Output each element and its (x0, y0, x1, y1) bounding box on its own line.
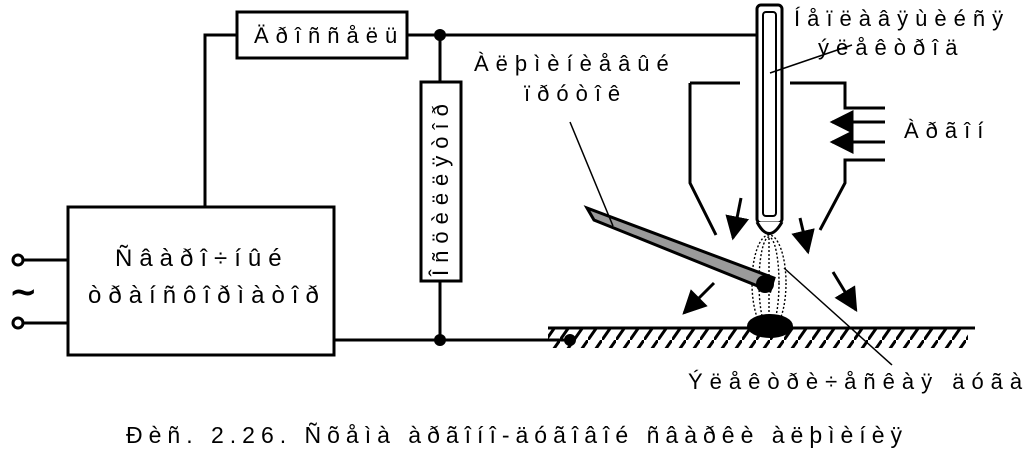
rod-label-line2: ïðóòîê (524, 81, 627, 106)
outflow-arrow-2 (791, 217, 815, 255)
outflow-arrow-3 (682, 281, 716, 315)
nozzle-right-lower (818, 158, 885, 231)
leader-rod (569, 121, 614, 227)
torch-nozzle (688, 81, 885, 236)
argon-inlet-arrows (829, 110, 885, 154)
electrode-inner (762, 11, 777, 217)
oscillator-box (419, 80, 463, 283)
outflow-arrow-4 (831, 271, 858, 313)
transformer-label-line1: Ñâàðî÷íûé (115, 245, 289, 272)
transformer-label-line2: òðàíñôîðìàòîð (88, 282, 326, 309)
gas-label: Àðãîí (904, 118, 990, 143)
rod-molten-tip (756, 275, 774, 293)
outflow-arrow-1 (725, 197, 750, 241)
aluminum-filler-rod (583, 205, 776, 294)
junction-bottom (434, 334, 446, 346)
nozzle-right-wall (790, 81, 885, 110)
rod-label-line1: Àëþìèíèåâûé (474, 51, 676, 76)
gas-outflow-arrows (682, 197, 858, 315)
wire-left-vertical (203, 33, 237, 207)
junction-top (434, 29, 446, 41)
ac-symbol: ~ (9, 272, 38, 312)
figure-caption: Ðèñ. 2.26. Ñõåìà àðãîíî-äóãîâîé ñâàðêè à… (126, 422, 908, 448)
leader-electrode (769, 44, 853, 74)
electrode-label-line1: Íåïëàâÿùèéñÿ (794, 6, 1010, 31)
nozzle-left-wall (688, 81, 740, 236)
electrode-tip (755, 221, 784, 235)
leader-arc (783, 267, 893, 366)
transformer-box (66, 205, 336, 357)
oscillator-label: Îñöèëëÿòîð (428, 97, 453, 277)
choke-label: Äðîññåëü (254, 23, 404, 48)
electrode-label-line2: ýëåêòðîä (818, 35, 965, 60)
leader-lines (569, 44, 893, 366)
circuit-wires (22, 33, 757, 342)
workpiece-hatch (548, 328, 968, 348)
ac-terminal-lower (11, 316, 25, 330)
arc-label: Ýëåêòðè÷åñêàÿ äóãà (688, 369, 1024, 394)
ac-terminal-upper (11, 253, 25, 267)
choke-resistor-box (235, 10, 409, 60)
